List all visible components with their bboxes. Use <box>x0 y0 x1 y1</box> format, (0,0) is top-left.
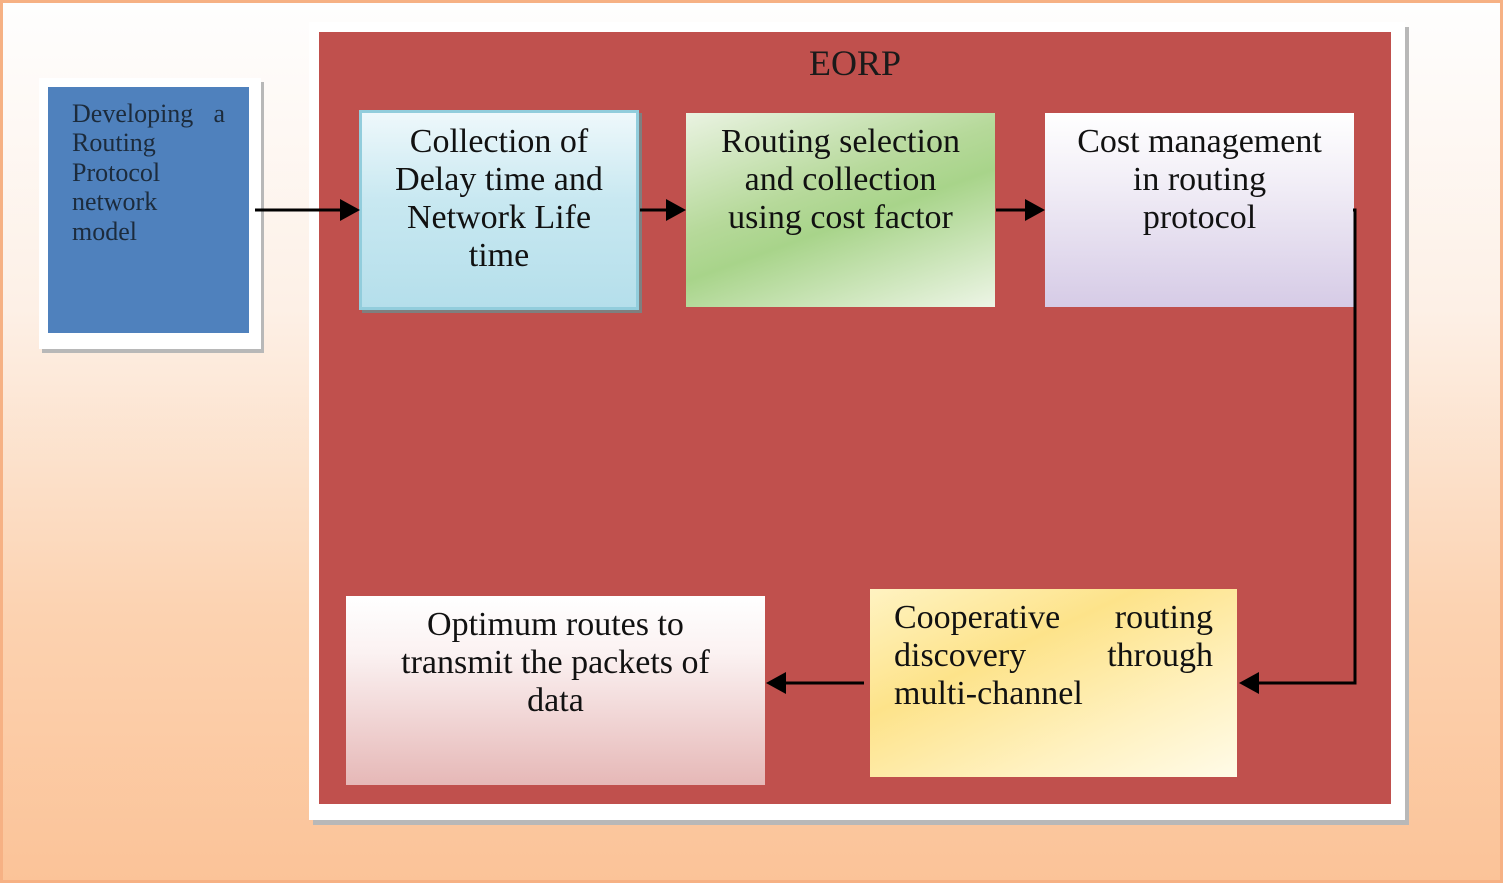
start-box-line: network <box>72 187 158 217</box>
start-box-line: Routing <box>72 128 156 158</box>
step-collection-line: Network Life <box>406 199 592 237</box>
step-collection-box: Collection of Delay time and Network Lif… <box>359 110 639 310</box>
step-routing-line: and collection <box>744 161 937 199</box>
start-box-line: Protocol <box>72 157 161 187</box>
step-collection-line: time <box>468 237 530 275</box>
start-box-developing-routing-protocol: Developing a Routing Protocol network mo… <box>48 87 249 333</box>
step-routing-selection-box: Routing selection and collection using c… <box>686 113 995 307</box>
step-optimum-line: transmit the packets of <box>401 644 710 682</box>
step-optimum-line: Optimum routes to <box>427 606 684 643</box>
step-optimum-box: Optimum routes to transmit the packets o… <box>346 596 765 785</box>
step-cost-line: Cost management <box>1077 123 1322 160</box>
step-optimum-line: data <box>527 682 584 720</box>
step-cooperative-line: discovery through <box>894 637 1213 675</box>
step-cost-line: in routing <box>1132 161 1267 199</box>
step-routing-line: Routing selection <box>721 123 960 160</box>
start-box-line: Developing a <box>72 99 225 128</box>
step-collection-line: Collection of <box>409 123 589 160</box>
start-box-line: model <box>72 216 137 246</box>
step-cooperative-line: Cooperative routing <box>894 599 1213 636</box>
step-cost-management-box: Cost management in routing protocol <box>1045 113 1354 307</box>
step-cooperative-box: Cooperative routing discovery through mu… <box>870 589 1237 777</box>
step-cooperative-line: multi-channel <box>894 675 1083 713</box>
step-cost-line: protocol <box>1142 199 1257 237</box>
step-routing-line: using cost factor <box>728 199 953 237</box>
step-collection-line: Delay time and <box>395 161 603 199</box>
eorp-title: EORP <box>808 43 902 83</box>
